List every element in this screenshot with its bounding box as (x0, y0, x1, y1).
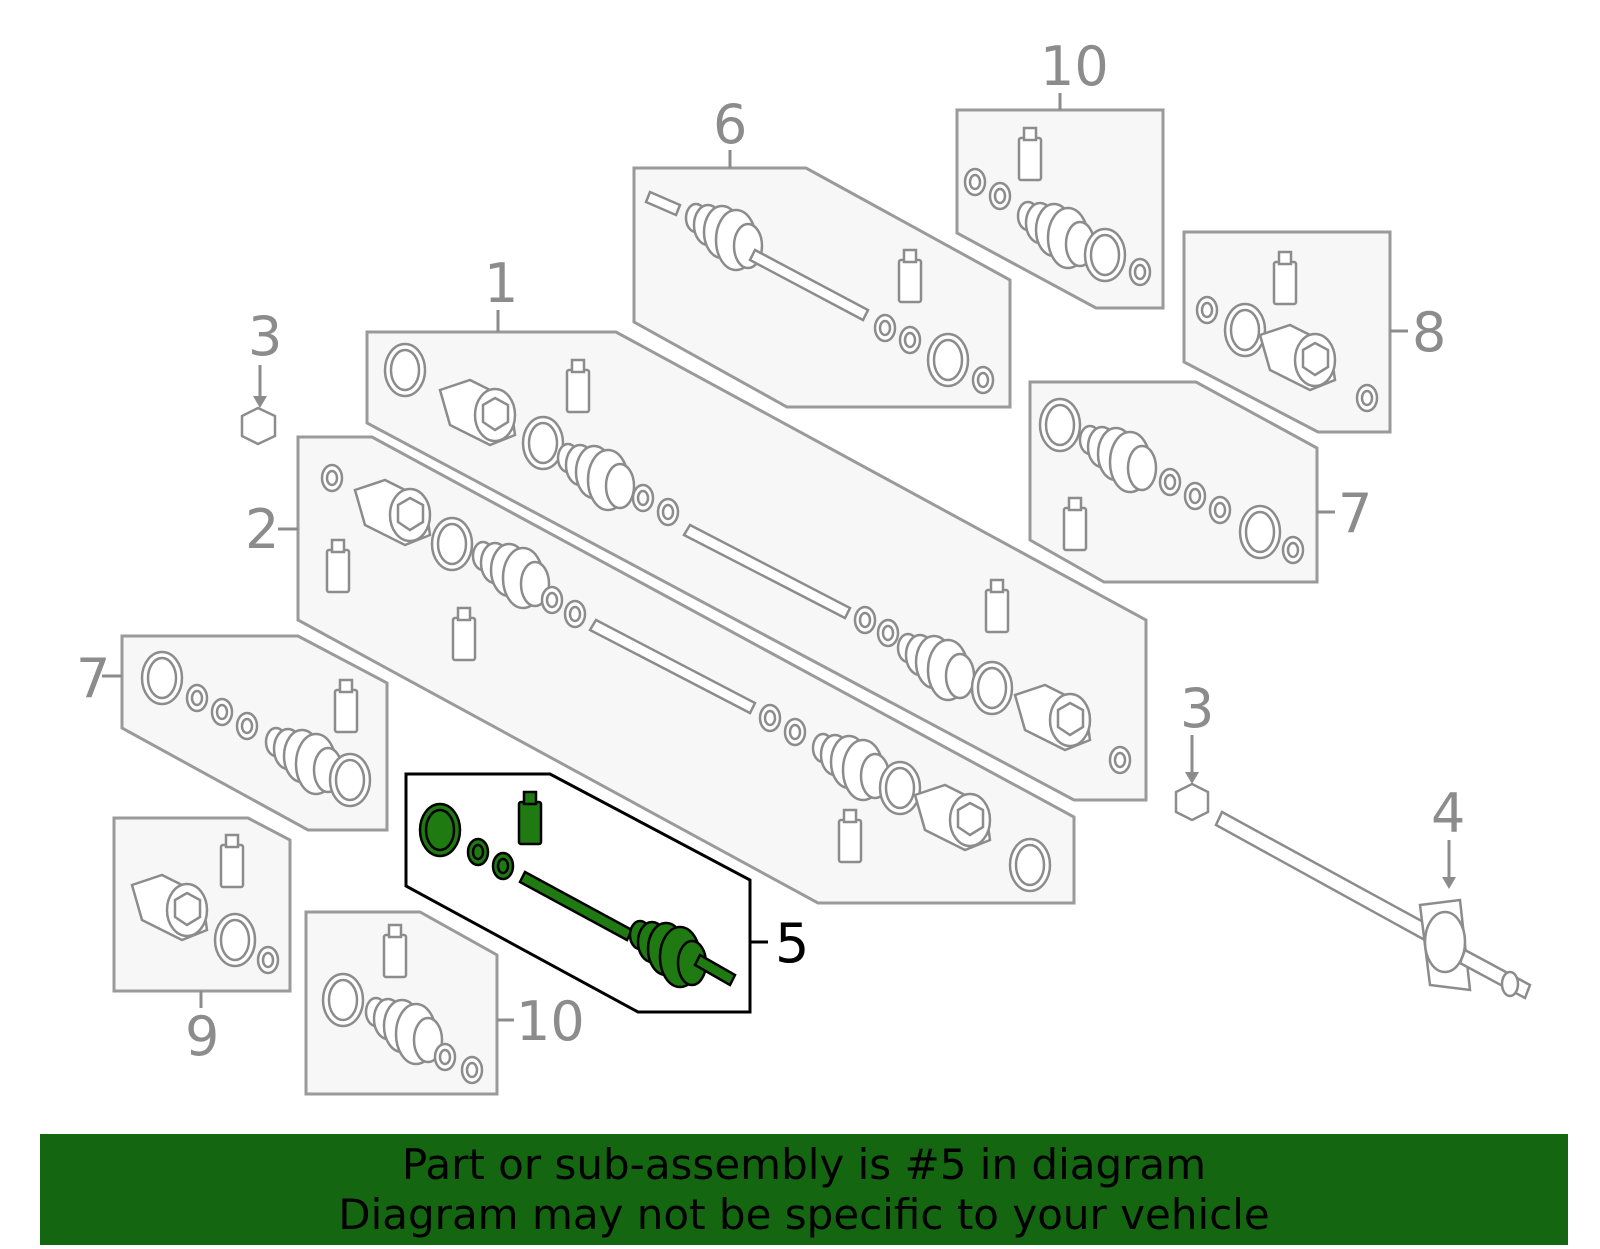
info-banner: Part or sub-assembly is #5 in diagram Di… (40, 1134, 1568, 1245)
banner-line-1: Part or sub-assembly is #5 in diagram (401, 1140, 1207, 1189)
axle-shaft-4 (1214, 810, 1532, 1000)
callout-7-left[interactable]: 7 (76, 647, 110, 710)
part-1-components (383, 342, 1132, 775)
callout-5[interactable]: 5 (775, 912, 809, 975)
part-5-components (418, 790, 737, 989)
callout-2[interactable]: 2 (245, 498, 279, 561)
callout-1[interactable]: 1 (484, 252, 518, 315)
callout-6[interactable]: 6 (713, 93, 747, 156)
callout-8[interactable]: 8 (1412, 301, 1446, 364)
callout-10-bottom[interactable]: 10 (516, 990, 585, 1053)
callout-10-top[interactable]: 10 (1040, 35, 1109, 98)
nut-3-right (1174, 782, 1210, 822)
banner-line-2: Diagram may not be specific to your vehi… (338, 1190, 1270, 1239)
nut-3-left (240, 406, 277, 446)
callout-3-right[interactable]: 3 (1180, 677, 1214, 740)
callout-9[interactable]: 9 (185, 1005, 219, 1068)
part-2-components (320, 463, 1052, 893)
part-6-components (644, 190, 995, 395)
callout-3-left[interactable]: 3 (248, 305, 282, 368)
callout-4[interactable]: 4 (1431, 782, 1465, 845)
callout-7-right[interactable]: 7 (1338, 482, 1372, 545)
leader-lines (102, 93, 1456, 1022)
